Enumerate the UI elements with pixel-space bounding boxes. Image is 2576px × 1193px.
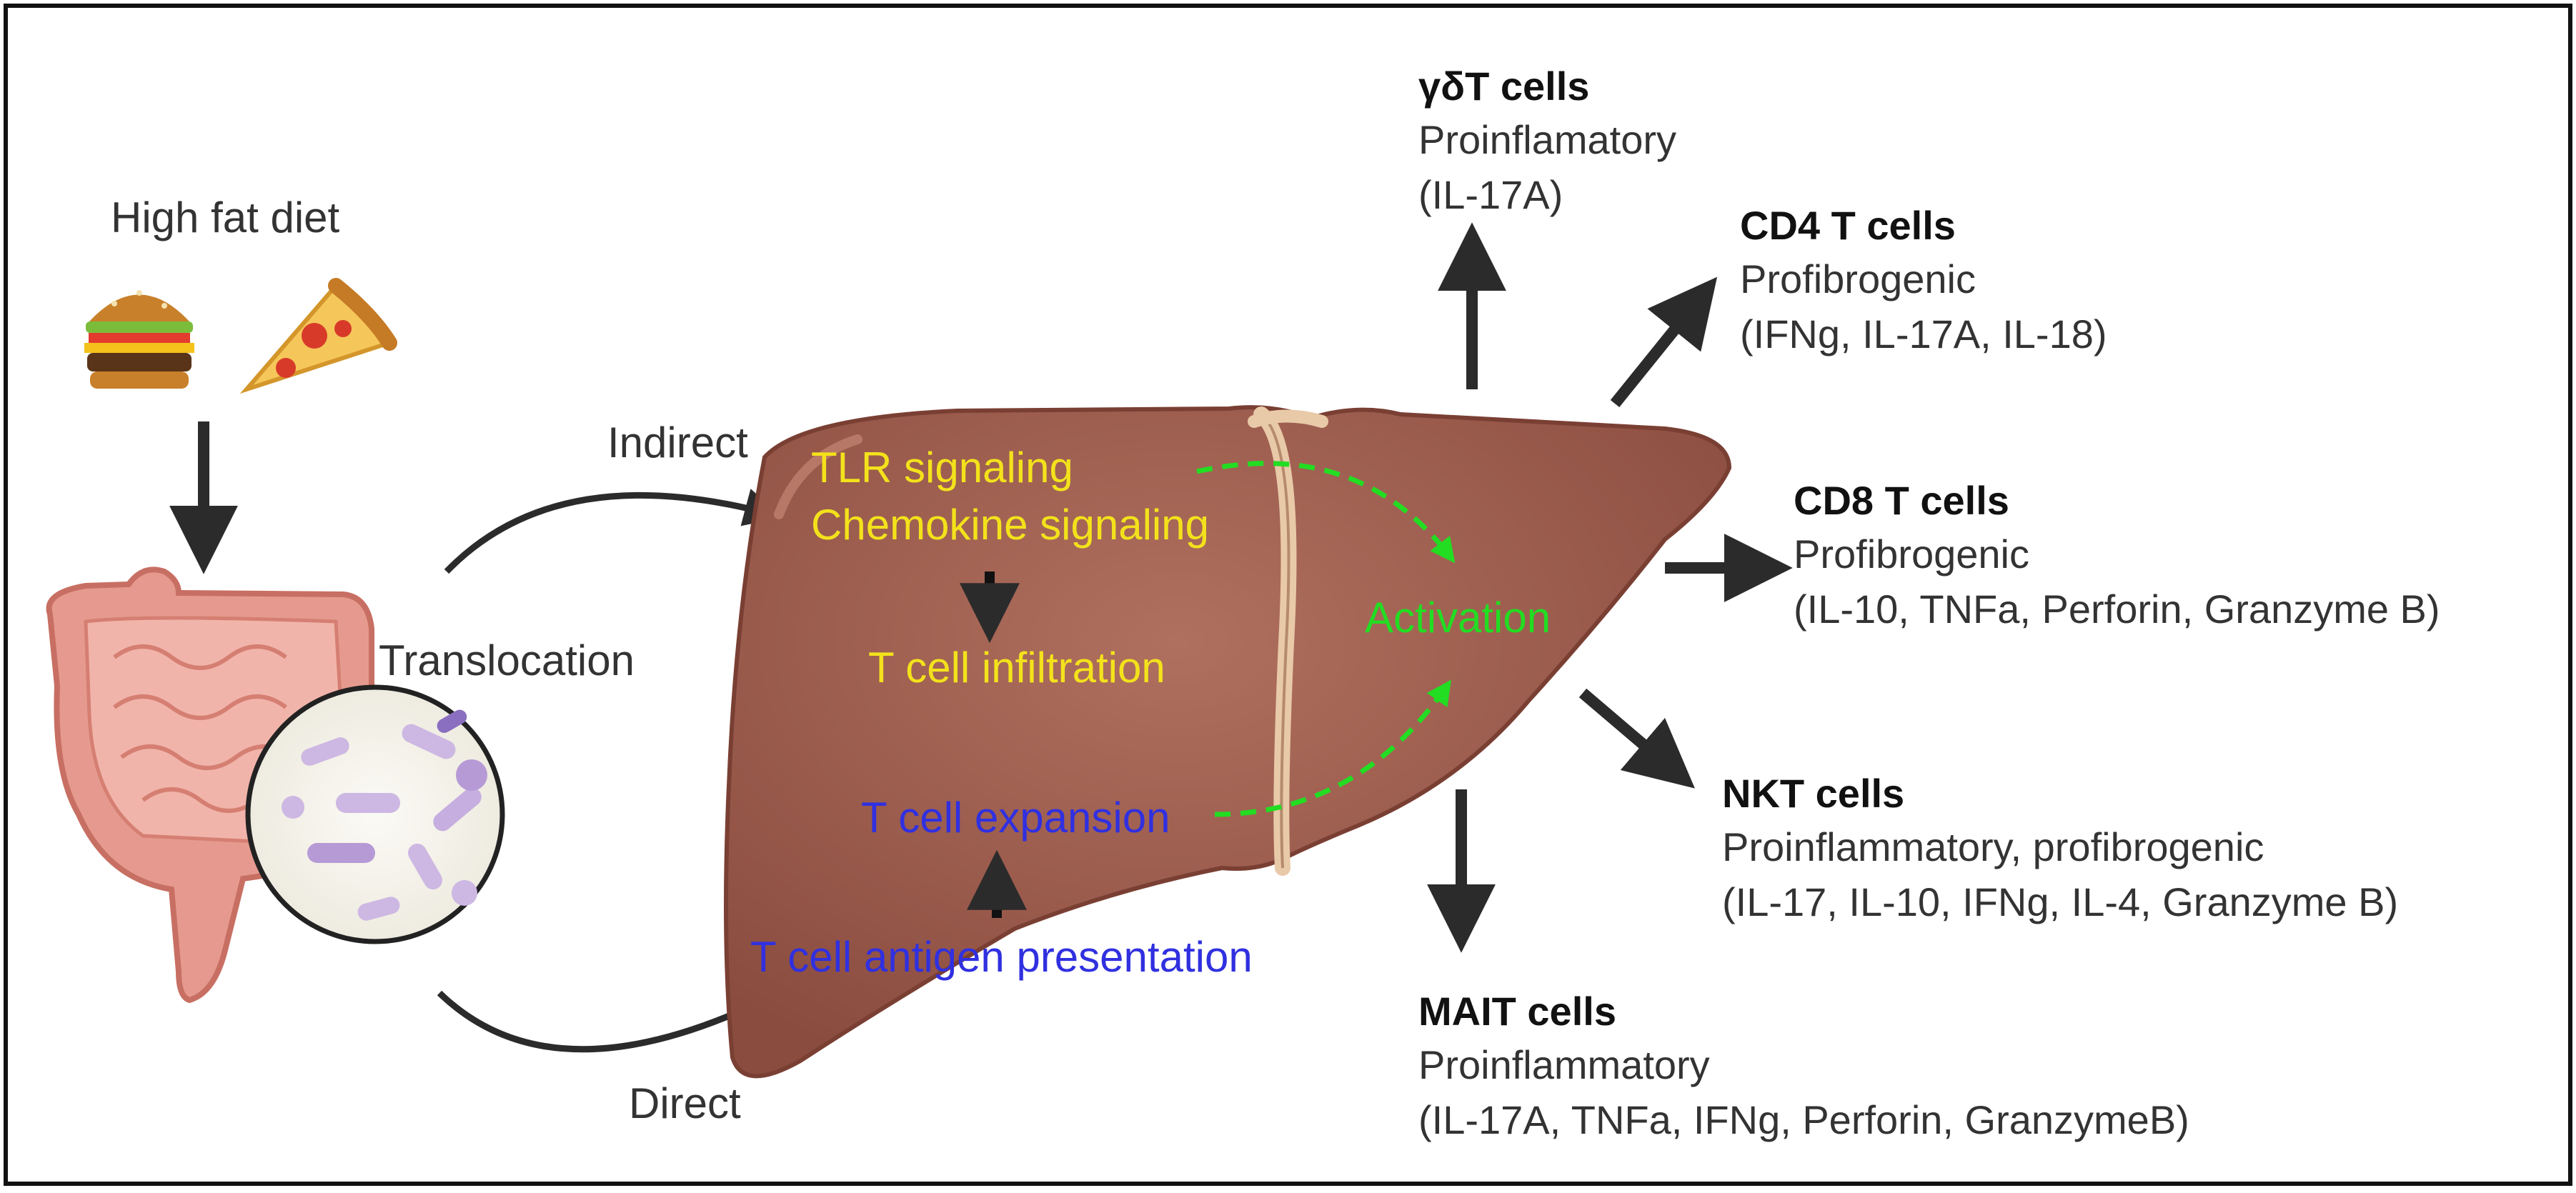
cell-group-mait: MAIT cells Proinflammatory (IL-17A, TNFa…	[1418, 989, 2189, 1142]
cell-group-nkt: NKT cells Proinflammatory, profibrogenic…	[1722, 771, 2398, 924]
tlr-signaling-label: TLR signaling	[811, 444, 1073, 491]
cell-name: MAIT cells	[1418, 989, 1616, 1034]
chemokine-signaling-label: Chemokine signaling	[811, 501, 1209, 549]
indirect-label: Indirect	[607, 419, 748, 466]
cell-name: CD8 T cells	[1794, 478, 2009, 523]
t-cell-infiltration-label: T cell infiltration	[868, 644, 1165, 692]
t-cell-expansion-label: T cell expansion	[861, 794, 1170, 842]
bacteria-circle-icon	[245, 684, 505, 944]
expansion-to-activation-arrow	[1214, 679, 1451, 817]
cell-role: Profibrogenic	[1740, 256, 1976, 301]
intestine-icon	[46, 566, 374, 1004]
indirect-route-arrow	[444, 489, 783, 574]
burger-icon	[84, 290, 194, 389]
translocation-label: Translocation	[379, 637, 635, 684]
cell-cytokines: (IL-10, TNFa, Perforin, Granzyme B)	[1794, 586, 2440, 632]
t-cell-antigen-presentation-label: T cell antigen presentation	[750, 933, 1253, 981]
signaling-to-activation-arrow	[1196, 461, 1456, 564]
arrow-to-cd4-cells	[1610, 276, 1718, 408]
cell-group-cd4: CD4 T cells Profibrogenic (IFNg, IL-17A,…	[1740, 203, 2107, 356]
activation-label: Activation	[1365, 594, 1551, 642]
cell-role: Proinflammatory, profibrogenic	[1722, 824, 2264, 869]
cell-group-cd8: CD8 T cells Profibrogenic (IL-10, TNFa, …	[1794, 478, 2440, 632]
cell-role: Proinflamatory	[1418, 117, 1676, 162]
pizza-icon	[239, 278, 397, 394]
direct-route-arrow	[437, 984, 797, 1053]
direct-label: Direct	[629, 1079, 741, 1127]
arrow-to-nkt-cells	[1578, 688, 1695, 789]
cell-cytokines: (IL-17, IL-10, IFNg, IL-4, Granzyme B)	[1722, 879, 2398, 924]
cell-role: Profibrogenic	[1794, 531, 2029, 576]
high-fat-diet-label: High fat diet	[111, 194, 340, 241]
cell-name: γδT cells	[1418, 64, 1589, 109]
cell-name: NKT cells	[1722, 771, 1904, 816]
cell-group-gdt: γδT cells Proinflamatory (IL-17A)	[1418, 64, 1676, 217]
cell-cytokines: (IFNg, IL-17A, IL-18)	[1740, 311, 2107, 356]
cell-cytokines: (IL-17A, TNFa, IFNg, Perforin, GranzymeB…	[1418, 1097, 2189, 1142]
cell-name: CD4 T cells	[1740, 203, 1956, 248]
cell-role: Proinflammatory	[1418, 1042, 1710, 1087]
cell-cytokines: (IL-17A)	[1418, 172, 1563, 217]
